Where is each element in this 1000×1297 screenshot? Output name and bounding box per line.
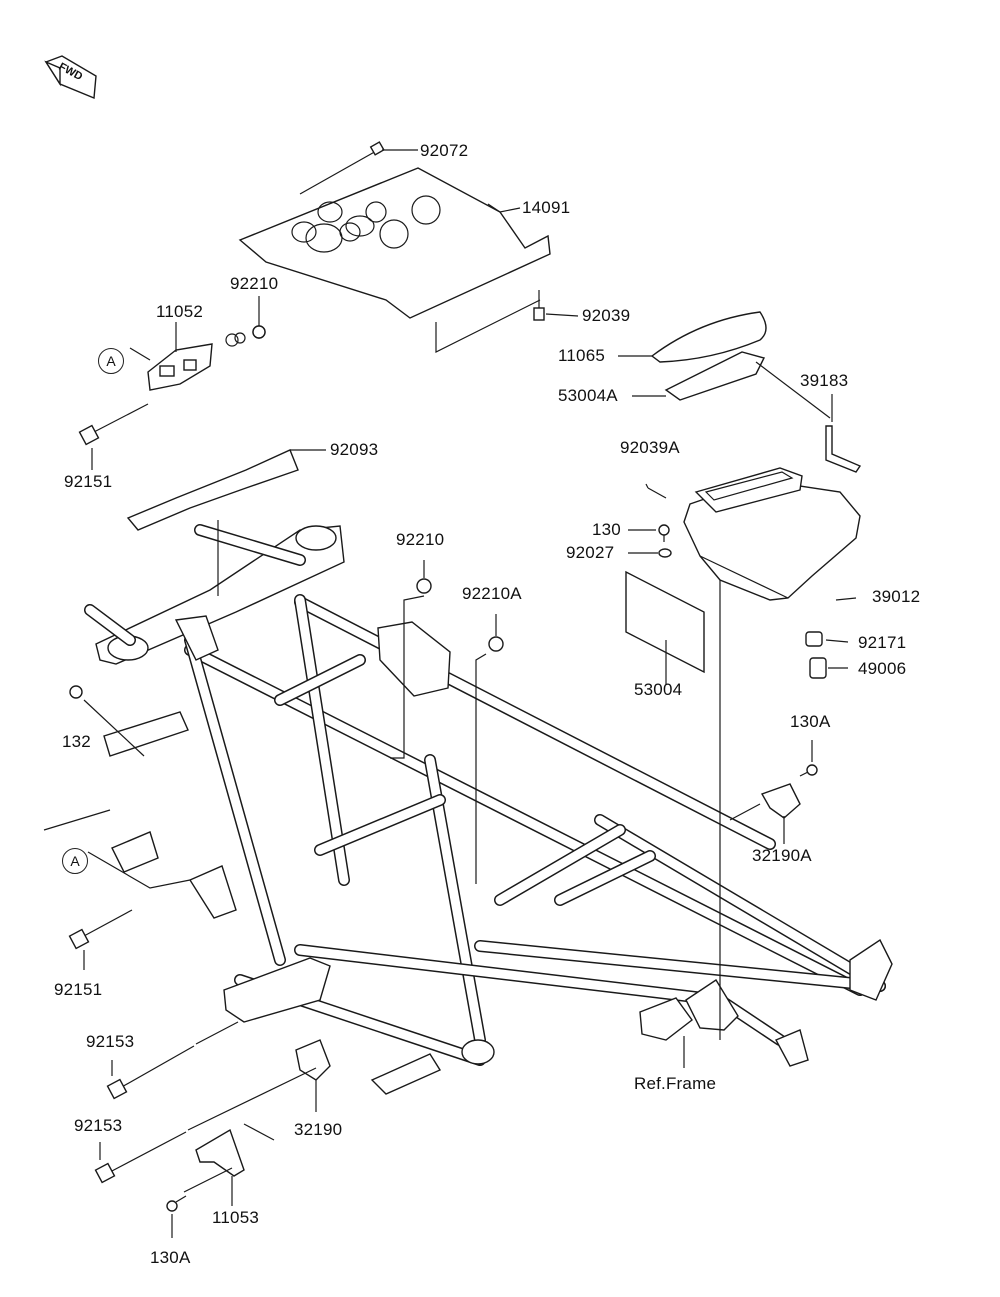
- part-label-92027: 92027: [566, 543, 615, 562]
- fwd-arrow-icon: [44, 55, 97, 100]
- bolt-92153-b: [94, 1131, 187, 1184]
- bolt-92039: [533, 290, 545, 321]
- bolt-92039A: [647, 487, 667, 499]
- part-label-39012: 39012: [872, 587, 921, 606]
- bracket-32190A: [760, 783, 801, 819]
- bolt-130A-right: [799, 764, 818, 777]
- callout-a-top: A: [98, 348, 124, 374]
- part-label-92210A: 92210A: [462, 584, 522, 603]
- cushion-11065: [650, 311, 767, 363]
- bolt-92151-top: [78, 403, 149, 446]
- part-label-92072: 92072: [420, 141, 469, 160]
- skid-plate-14091: [238, 167, 551, 319]
- bracket-32190: [295, 1039, 331, 1081]
- part-label-92171: 92171: [858, 633, 907, 652]
- part-label-53004A: 53004A: [558, 386, 618, 405]
- part-label-92039A: 92039A: [620, 438, 680, 457]
- part-label-92210-top: 92210: [230, 274, 279, 293]
- long-bolt-92072: [299, 141, 385, 195]
- plate-53004: [625, 570, 705, 674]
- part-label-32190: 32190: [294, 1120, 343, 1139]
- part-label-92151-top: 92151: [64, 472, 113, 491]
- main-frame: [84, 524, 893, 1095]
- bracket-11052: [147, 325, 266, 391]
- bolt-92151-bottom: [68, 909, 133, 950]
- nut-92210-mid: [416, 578, 432, 594]
- part-label-92151-bottom: 92151: [54, 980, 103, 999]
- part-label-130: 130: [592, 520, 621, 539]
- storage-box-39012: [683, 467, 861, 601]
- part-label-11053: 11053: [212, 1208, 260, 1227]
- part-label-32190A: 32190A: [752, 846, 812, 865]
- nut-92210A: [488, 636, 504, 652]
- part-label-14091: 14091: [522, 198, 571, 217]
- part-label-130A-bottom: 130A: [150, 1248, 191, 1267]
- ref-frame-label: Ref.Frame: [634, 1074, 717, 1093]
- part-label-49006: 49006: [858, 659, 907, 678]
- part-label-92210-mid: 92210: [396, 530, 445, 549]
- bracket-11053: [195, 1128, 245, 1177]
- bolt-130A-bottom: [166, 1195, 187, 1212]
- part-label-39183: 39183: [800, 371, 849, 390]
- part-label-132: 132: [62, 732, 91, 751]
- clamp-49006: [809, 657, 827, 679]
- part-label-130A-right: 130A: [790, 712, 831, 731]
- part-label-92153-a: 92153: [86, 1032, 135, 1051]
- grommet-92171: [805, 631, 823, 647]
- pad-53004A: [664, 351, 766, 401]
- part-label-92153-b: 92153: [74, 1116, 123, 1135]
- bolt-92153-a: [106, 1045, 195, 1100]
- pad-92093: [126, 449, 299, 531]
- part-label-92093: 92093: [330, 440, 379, 459]
- leader-lines: [43, 149, 857, 1238]
- nut-132: [69, 685, 83, 699]
- bracket-39183: [825, 425, 862, 473]
- part-label-53004: 53004: [634, 680, 683, 699]
- bolt-130: [658, 524, 670, 542]
- part-label-11065: 11065: [558, 346, 606, 365]
- part-label-11052: 11052: [156, 302, 204, 321]
- nut-92210-top: [252, 325, 266, 339]
- washer-92027: [658, 548, 672, 558]
- part-label-92039: 92039: [582, 306, 631, 325]
- callout-a-bottom: A: [62, 848, 88, 874]
